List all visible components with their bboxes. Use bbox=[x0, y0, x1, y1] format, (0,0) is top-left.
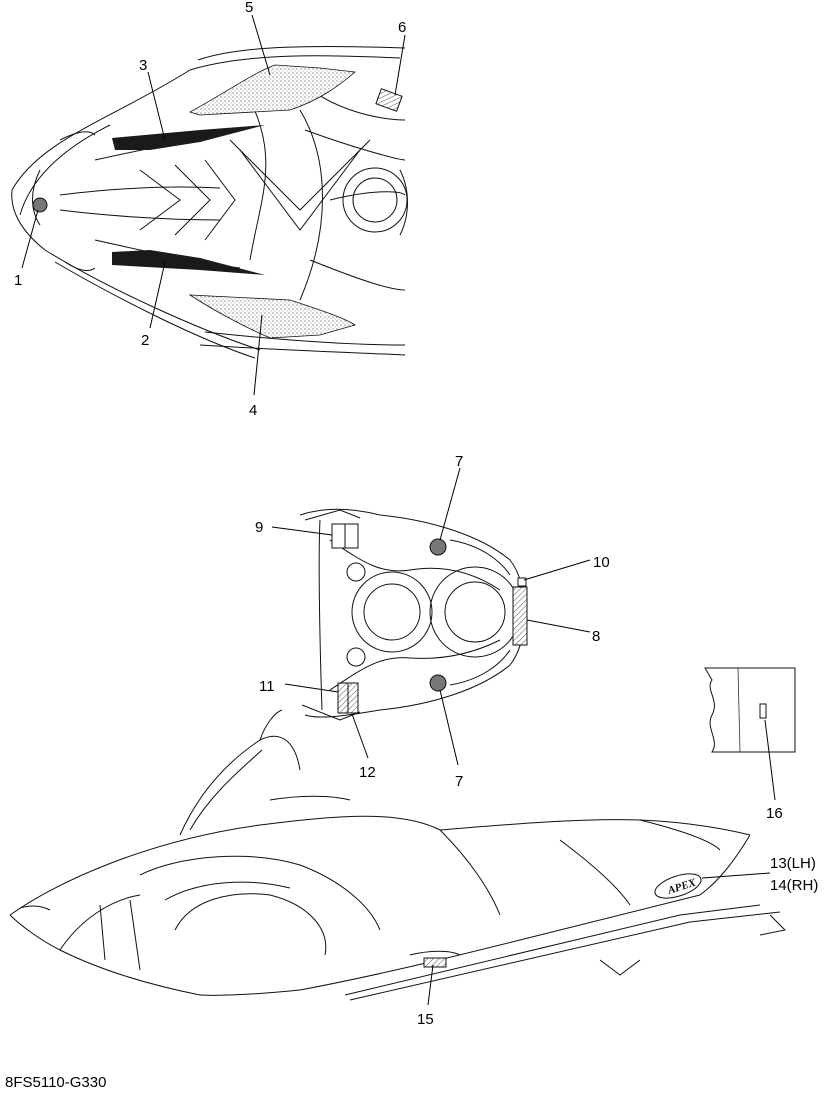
decals-hood bbox=[32, 64, 403, 339]
callout-7-upper: 7 bbox=[455, 453, 463, 470]
callout-10: 10 bbox=[593, 554, 610, 571]
side-view bbox=[9, 709, 787, 1001]
decals-side: APEX bbox=[423, 872, 771, 1006]
callout-labels: 1 2 3 4 5 6 7 7 8 9 10 11 12 13(LH) 14(R… bbox=[14, 0, 818, 1028]
emblem-decal-7-upper bbox=[429, 538, 447, 556]
callout-15: 15 bbox=[417, 1011, 434, 1028]
callout-16: 16 bbox=[766, 805, 783, 822]
emblem-decal-7-lower bbox=[429, 674, 447, 692]
callout-14: 14(RH) bbox=[770, 877, 818, 894]
stripe-decal-3 bbox=[112, 125, 265, 150]
leader-lines-top bbox=[21, 14, 406, 396]
callout-3: 3 bbox=[139, 57, 147, 74]
label-decal-15 bbox=[423, 957, 447, 968]
emblem-decal-1 bbox=[32, 197, 48, 213]
panel-decal-4 bbox=[188, 294, 356, 339]
diagram-code: 8FS5110-G330 bbox=[5, 1074, 106, 1091]
decals-rear bbox=[331, 523, 528, 714]
leader-lines-mid bbox=[271, 467, 591, 766]
callout-1: 1 bbox=[14, 272, 22, 289]
label-decal-16 bbox=[759, 703, 767, 719]
callout-5: 5 bbox=[245, 0, 253, 16]
hood-top-view bbox=[11, 45, 408, 359]
label-decal-12 bbox=[347, 682, 359, 714]
callout-8: 8 bbox=[592, 628, 600, 645]
callout-9: 9 bbox=[255, 519, 263, 536]
label-decal-11 bbox=[337, 682, 349, 714]
callout-13: 13(LH) bbox=[770, 855, 816, 872]
logo-decal-13-14 bbox=[654, 873, 702, 899]
callout-7-lower: 7 bbox=[455, 773, 463, 790]
callout-12: 12 bbox=[359, 764, 376, 781]
stripe-decal-2 bbox=[112, 250, 265, 275]
label-decal-8 bbox=[512, 586, 528, 646]
panel-decal-5 bbox=[188, 64, 356, 116]
rear-panel-view bbox=[299, 508, 526, 721]
side-panel-view bbox=[704, 667, 796, 801]
label-decal-10 bbox=[517, 577, 527, 587]
callout-6: 6 bbox=[398, 19, 406, 36]
callout-11: 11 bbox=[259, 678, 275, 695]
callout-4: 4 bbox=[249, 402, 257, 419]
callout-2: 2 bbox=[141, 332, 149, 349]
label-decal-6 bbox=[375, 88, 403, 112]
